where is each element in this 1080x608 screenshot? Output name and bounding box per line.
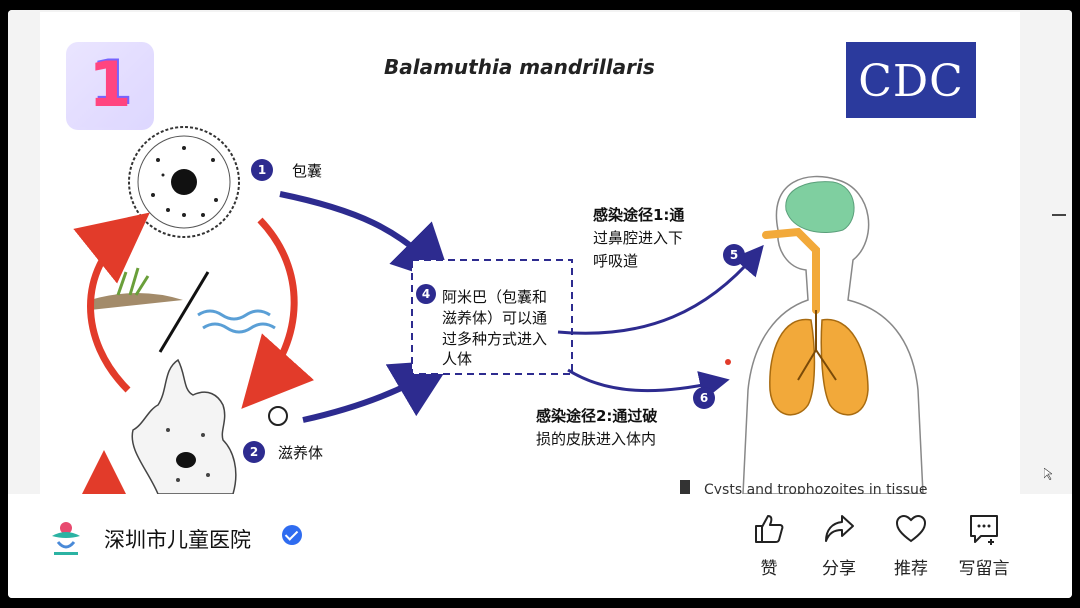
hospital-logo-icon[interactable] bbox=[48, 518, 84, 558]
step-6-marker bbox=[693, 387, 715, 409]
cyst-entry-arrow bbox=[279, 191, 453, 285]
step-5-number: 5 bbox=[730, 248, 738, 262]
step-2-marker bbox=[243, 441, 265, 463]
cyst-illustration bbox=[128, 126, 240, 238]
step-1-label: 包囊 bbox=[292, 162, 322, 180]
trophozoite-entry-arrow bbox=[302, 359, 453, 423]
app-overlay-digit: 1 bbox=[88, 48, 132, 121]
trophozoite-illustration bbox=[131, 358, 237, 494]
route-1-line-2: 过鼻腔进入下 bbox=[593, 229, 683, 247]
route-1-line-1: 感染途径1:通 bbox=[593, 206, 684, 224]
heart-icon bbox=[895, 514, 927, 543]
side-handle[interactable] bbox=[1052, 214, 1066, 216]
slide-area: Balamuthia mandrillaris bbox=[8, 10, 1072, 494]
step-4-line-4: 人体 bbox=[442, 350, 472, 368]
video-frame: Balamuthia mandrillaris bbox=[8, 10, 1072, 598]
cdc-logo: CDC bbox=[846, 42, 976, 118]
amoeba-entry-box bbox=[411, 259, 573, 375]
step-1-number: 1 bbox=[258, 163, 266, 177]
step-1-marker bbox=[251, 159, 273, 181]
step-4-line-3: 过多种方式进入 bbox=[442, 330, 547, 348]
step-4-marker bbox=[416, 284, 436, 304]
step-5-marker bbox=[723, 244, 745, 266]
app-overlay-badge[interactable]: 1 bbox=[66, 42, 154, 130]
share-icon bbox=[825, 515, 854, 542]
like-button[interactable]: 赞 bbox=[739, 512, 799, 579]
share-label: 分享 bbox=[822, 559, 856, 579]
share-button[interactable]: 分享 bbox=[809, 512, 869, 579]
biohazard-icon bbox=[268, 406, 288, 426]
route-2-line-1: 感染途径2:通过破 bbox=[536, 407, 657, 425]
step-4-number: 4 bbox=[422, 287, 430, 301]
mouse-cursor-icon bbox=[1044, 468, 1052, 480]
step-2-label: 滋养体 bbox=[278, 444, 323, 462]
human-figure-illustration bbox=[725, 175, 924, 494]
route-2-line-2: 损的皮肤进入体内 bbox=[536, 430, 656, 448]
tissue-caption: Cysts and trophozoites in tissue bbox=[704, 482, 928, 494]
step-6-number: 6 bbox=[700, 391, 708, 405]
thumbs-up-icon bbox=[755, 515, 784, 543]
life-cycle-diagram: Balamuthia mandrillaris bbox=[69, 55, 928, 494]
step-4-line-1: 阿米巴（包囊和 bbox=[442, 288, 547, 306]
comment-icon bbox=[970, 515, 998, 545]
recommend-button[interactable]: 推荐 bbox=[881, 512, 941, 579]
account-bar: 深圳市儿童医院 赞 分享 推荐 写留言 bbox=[8, 494, 1072, 598]
step-4-line-2: 滋养体）可以通 bbox=[442, 309, 547, 327]
route-1-line-3: 呼吸道 bbox=[593, 252, 638, 270]
cdc-logo-text: CDC bbox=[858, 56, 964, 107]
comment-button[interactable]: 写留言 bbox=[952, 512, 1016, 579]
route-2-arrow bbox=[567, 368, 730, 401]
route-1-arrow bbox=[557, 244, 764, 335]
comment-label: 写留言 bbox=[958, 559, 1010, 579]
account-name[interactable]: 深圳市儿童医院 bbox=[104, 528, 251, 552]
slide-title: Balamuthia mandrillaris bbox=[384, 55, 655, 79]
environment-illustration bbox=[90, 267, 276, 353]
recommend-label: 推荐 bbox=[894, 559, 928, 579]
cycle-arrow-right bbox=[241, 217, 315, 409]
like-label: 赞 bbox=[760, 559, 778, 579]
cycle-arrow-left bbox=[73, 212, 150, 393]
step-2-number: 2 bbox=[250, 445, 258, 459]
verified-icon bbox=[282, 525, 302, 545]
